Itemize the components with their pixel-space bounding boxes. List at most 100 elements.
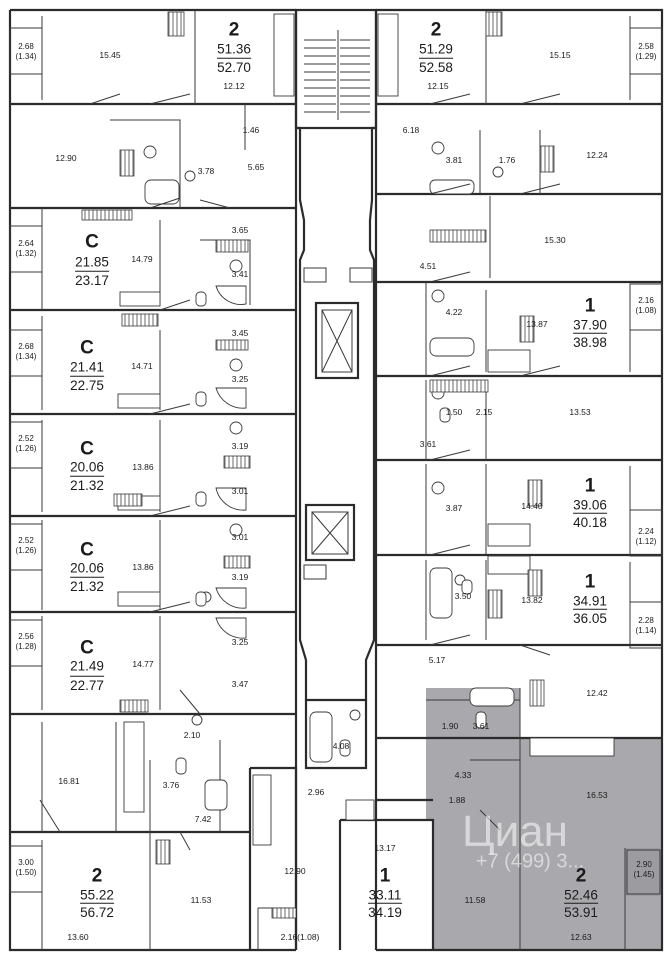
unit-total-area: 52.58: [419, 57, 453, 75]
unit-total-area: 36.05: [573, 608, 607, 626]
room-area: 3.78: [197, 165, 215, 176]
unit-rooms: 2: [91, 865, 103, 887]
balcony-label: 2.56(1.28): [15, 632, 37, 651]
radiators: [81, 11, 555, 919]
unit-rooms: 1: [584, 571, 596, 593]
unit-living-area: 51.29: [419, 41, 453, 57]
room-area: 1.88: [448, 794, 466, 805]
balcony-label: 2.58(1.29): [635, 42, 657, 61]
unit-living-area: 21.85: [75, 254, 109, 270]
balcony-label: 2.24(1.12): [635, 527, 657, 546]
elevator-shaft-1: [314, 301, 360, 380]
room-area: 3.50: [454, 590, 472, 601]
unit-total-area: 21.32: [70, 475, 104, 493]
room-area: 13.86: [132, 461, 154, 472]
balcony-label: 2.16(1.08): [280, 931, 320, 942]
balcony-outlines: [9, 27, 663, 895]
room-area: 3.45: [231, 327, 249, 338]
room-area: 12.63: [570, 931, 592, 942]
room-area: 5.65: [247, 161, 265, 172]
room-area: 12.90: [55, 152, 77, 163]
room-area: 14.77: [132, 658, 154, 669]
room-area: 13.86: [132, 561, 154, 572]
room-area: 13.53: [569, 406, 591, 417]
room-area: 1.46: [242, 124, 260, 135]
unit-total-area: 56.72: [80, 902, 114, 920]
room-area: 15.15: [549, 49, 571, 60]
unit-rooms: 1: [584, 295, 596, 317]
balcony-label: 3.00(1.50): [15, 858, 37, 877]
unit-total-area: 53.91: [564, 902, 598, 920]
unit-rooms: С: [80, 637, 94, 659]
unit-total-area: 38.98: [573, 332, 607, 350]
stairwell: [294, 8, 378, 130]
room-area: 14.40: [521, 500, 543, 511]
unit-living-area: 34.91: [573, 593, 607, 609]
room-area: 3.19: [231, 440, 249, 451]
unit-rooms: С: [80, 337, 94, 359]
unit-rooms: С: [80, 438, 94, 460]
sanitary-fixtures: [143, 141, 515, 811]
room-area: 13.87: [526, 318, 548, 329]
room-area: 16.53: [586, 789, 608, 800]
central-corridor: [296, 126, 376, 700]
unit-total-area: 34.19: [368, 902, 402, 920]
room-area: 3.87: [445, 502, 463, 513]
balcony-label: 2.28(1.14): [635, 616, 657, 635]
room-area: 11.53: [190, 894, 212, 905]
room-area: 11.58: [464, 894, 486, 905]
room-area: 3.65: [231, 224, 249, 235]
balcony-label: 2.64(1.32): [15, 239, 37, 258]
unit-living-area: 33.11: [368, 887, 402, 903]
room-area: 3.01: [231, 485, 249, 496]
room-area: 4.33: [454, 769, 472, 780]
unit-living-area: 37.90: [573, 317, 607, 333]
room-area: 6.18: [402, 124, 420, 135]
unit-living-area: 21.41: [70, 359, 104, 375]
right-apartment-partitions: [376, 102, 662, 740]
right-wing-outer-wall: [374, 8, 664, 952]
unit-living-area: 52.46: [564, 887, 598, 903]
room-area: 3.47: [231, 678, 249, 689]
unit-rooms: 2: [430, 19, 442, 41]
unit-total-area: 22.77: [70, 675, 104, 693]
room-area: 2.96: [307, 786, 325, 797]
room-area: 14.71: [131, 360, 153, 371]
room-area: 3.25: [231, 636, 249, 647]
unit-rooms: 1: [379, 865, 391, 887]
room-area: 1.50: [445, 406, 463, 417]
unit-rooms: 1: [584, 475, 596, 497]
room-area: 4.08: [332, 740, 350, 751]
room-area: 2.10: [183, 729, 201, 740]
room-area: 13.82: [521, 594, 543, 605]
unit-living-area: 20.06: [70, 459, 104, 475]
unit-rooms: 2: [228, 19, 240, 41]
room-area: 3.61: [419, 438, 437, 449]
unit-living-area: 39.06: [573, 497, 607, 513]
unit-rooms: С: [80, 539, 94, 561]
unit-total-area: 21.32: [70, 576, 104, 594]
unit-rooms: С: [85, 231, 99, 253]
room-area: 1.90: [441, 720, 459, 731]
watermark-brand: Циан: [462, 807, 568, 856]
room-area: 5.17: [428, 654, 446, 665]
selected-apartment-balcony: [625, 848, 660, 896]
room-area: 12.24: [586, 149, 608, 160]
unit-living-area: 21.49: [70, 658, 104, 674]
balcony-label: 2.52(1.26): [15, 536, 37, 555]
room-area: 3.81: [445, 154, 463, 165]
room-area: 3.25: [231, 373, 249, 384]
room-area: 12.15: [427, 80, 449, 91]
room-area: 13.60: [67, 931, 89, 942]
unit-living-area: 55.22: [80, 887, 114, 903]
room-area: 4.22: [445, 306, 463, 317]
balcony-label: 2.68(1.34): [15, 342, 37, 361]
unit-living-area: 20.06: [70, 560, 104, 576]
door-swings: [39, 93, 561, 851]
unit-total-area: 52.70: [217, 57, 251, 75]
balcony-label: 2.16(1.08): [635, 296, 657, 315]
watermark-phone: +7 (499) 3...: [475, 850, 585, 873]
lower-middle-units: [248, 698, 435, 950]
